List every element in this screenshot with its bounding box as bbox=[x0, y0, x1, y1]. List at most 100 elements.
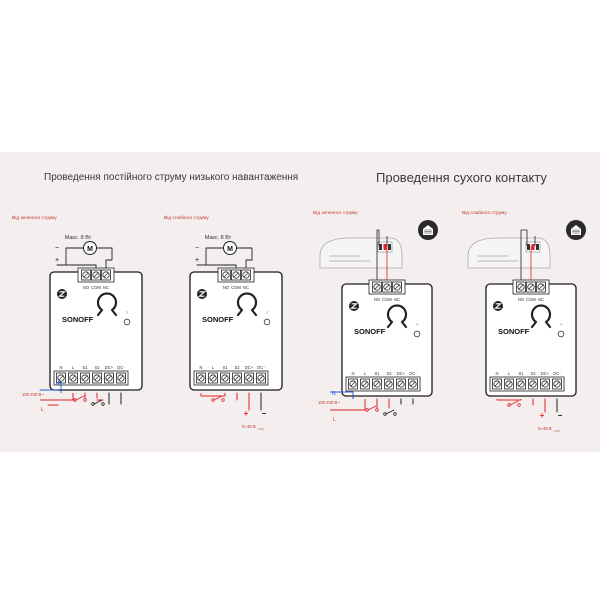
switch bbox=[75, 395, 85, 401]
terminal-label: S1 bbox=[82, 365, 88, 370]
switch bbox=[517, 403, 521, 407]
terminal-label: NO bbox=[83, 285, 90, 290]
screw-slot bbox=[410, 381, 416, 387]
screw-slot bbox=[374, 381, 380, 387]
switch bbox=[93, 399, 103, 405]
screw-slot bbox=[506, 381, 512, 387]
terminal-label: N bbox=[59, 365, 62, 370]
screw-slot bbox=[94, 375, 100, 381]
wifi-icon: ⌔ bbox=[559, 322, 563, 327]
neutral-label: N bbox=[56, 381, 60, 387]
screw-slot bbox=[394, 284, 400, 290]
screw-slot bbox=[258, 375, 264, 381]
terminal-label: DC+ bbox=[397, 371, 406, 376]
gate-terminal bbox=[531, 244, 535, 250]
motor-icon: M bbox=[87, 246, 93, 253]
terminal-label: L bbox=[508, 371, 511, 376]
switch bbox=[393, 412, 397, 416]
dc-plus-sign: + bbox=[244, 409, 249, 418]
spacer bbox=[84, 225, 113, 231]
screw-slot bbox=[58, 375, 64, 381]
pairing-ring bbox=[250, 308, 258, 317]
neutral-wire bbox=[330, 391, 354, 399]
pairing-ring bbox=[530, 320, 538, 329]
zigbee-icon bbox=[494, 303, 502, 309]
brand-logo: SONOFF bbox=[62, 315, 94, 324]
live-label: L bbox=[333, 417, 336, 423]
live-label: L bbox=[41, 407, 44, 413]
terminal-label: DC- bbox=[553, 371, 561, 376]
title-low-voltage: Проведення постійного струму низького на… bbox=[44, 172, 299, 183]
motor-icon: M bbox=[227, 246, 233, 253]
dry-contact-wire bbox=[520, 229, 528, 280]
zigbee-icon bbox=[57, 289, 67, 299]
screw-slot bbox=[554, 381, 560, 387]
terminal-label: DC+ bbox=[105, 365, 114, 370]
screw-slot bbox=[243, 272, 249, 278]
motor-icon: M Макс. 8 Вт bbox=[205, 235, 237, 255]
motor-wire bbox=[236, 247, 253, 268]
screw-slot bbox=[362, 381, 368, 387]
bottom-terminal-block bbox=[345, 376, 421, 392]
pairing-ring bbox=[96, 308, 104, 317]
screw-slot bbox=[198, 375, 204, 381]
terminal-label: S2 bbox=[94, 365, 100, 370]
terminal-label: N bbox=[495, 371, 498, 376]
terminal-label: COM bbox=[91, 285, 101, 290]
screw-slot bbox=[234, 375, 240, 381]
title-dry-contact: Проведення сухого контакту bbox=[376, 170, 547, 185]
screw-slot bbox=[538, 284, 544, 290]
screw-slot bbox=[374, 284, 380, 290]
screw-slot bbox=[70, 375, 76, 381]
max-power-label: Макс. 8 Вт bbox=[205, 235, 232, 241]
terminal-label: S2 bbox=[386, 371, 392, 376]
terminal-label: NC bbox=[103, 285, 109, 290]
s1-loop-wire bbox=[200, 393, 226, 397]
bottom-terminal-block bbox=[53, 370, 129, 386]
minus-sign: − bbox=[55, 245, 59, 252]
terminal-label: NC bbox=[243, 285, 249, 290]
zigbee-icon bbox=[58, 291, 66, 297]
zigbee-icon bbox=[349, 301, 359, 311]
motor-wire bbox=[65, 247, 84, 265]
terminal-label: L bbox=[72, 365, 75, 370]
terminal-label: DC+ bbox=[245, 365, 254, 370]
gate-controller bbox=[467, 237, 551, 269]
live-wire bbox=[40, 393, 74, 401]
power-label: 100-240 В~ bbox=[22, 392, 44, 397]
s1-loop-wire bbox=[496, 399, 522, 401]
dc-minus-sign: − bbox=[558, 411, 563, 420]
pairing-ring bbox=[544, 320, 552, 329]
gate-terminal bbox=[379, 244, 382, 250]
gate-terminal bbox=[527, 244, 530, 250]
brand-logo: SONOFF bbox=[354, 327, 386, 336]
live-wire bbox=[330, 399, 366, 411]
source-label: Від зеленого струму bbox=[12, 215, 57, 221]
plus-sign: + bbox=[195, 257, 199, 264]
brand-logo: SONOFF bbox=[498, 327, 530, 336]
source-label: Від зеленого струму bbox=[313, 210, 358, 216]
dc-plus-sign: + bbox=[540, 411, 545, 420]
wifi-icon: ⌔ bbox=[415, 322, 419, 327]
screw-slot bbox=[494, 381, 500, 387]
screw-slot bbox=[118, 375, 124, 381]
terminal-label: S2 bbox=[530, 371, 536, 376]
led-indicator bbox=[263, 318, 271, 326]
source-label: Від слабкого струму bbox=[164, 215, 209, 221]
screw-slot bbox=[386, 381, 392, 387]
gate-terminal bbox=[388, 244, 391, 250]
bottom-terminal-block bbox=[489, 376, 565, 392]
pairing-ring bbox=[236, 308, 244, 317]
screw-slot bbox=[518, 381, 524, 387]
wifi-icon: ⌔ bbox=[125, 310, 129, 315]
led-indicator bbox=[413, 330, 421, 338]
source-label: Від слабкого струму bbox=[462, 210, 507, 216]
screw-slot bbox=[398, 381, 404, 387]
switch bbox=[385, 409, 395, 415]
